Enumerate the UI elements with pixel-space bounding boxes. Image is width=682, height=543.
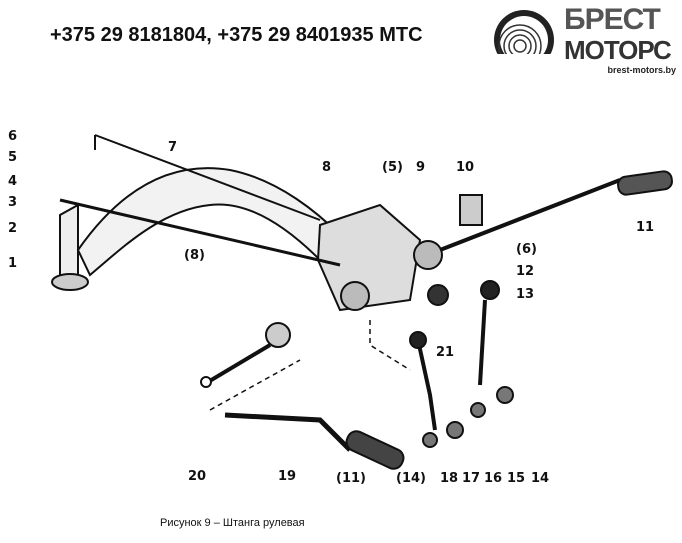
- label-11-paren: (11): [336, 471, 366, 486]
- label-15: 15: [507, 471, 526, 486]
- label-6-paren: (6): [516, 242, 537, 257]
- label-14: 14: [531, 471, 550, 486]
- logo-url[interactable]: brest-motors.by: [607, 65, 676, 75]
- label-9: 9: [416, 160, 426, 175]
- label-20: 20: [188, 469, 207, 484]
- logo-line1: БРЕСТ: [564, 3, 661, 36]
- label-17: 17: [462, 471, 481, 486]
- label-2: 2: [8, 221, 18, 236]
- label-16: 16: [484, 471, 503, 486]
- label-7: 7: [168, 140, 178, 155]
- label-21: 21: [436, 345, 455, 360]
- brest-motors-logo: БРЕСТ МОТОРС brest-motors.by: [494, 4, 680, 78]
- label-12: 12: [516, 264, 535, 279]
- label-4: 4: [8, 174, 18, 189]
- label-18: 18: [440, 471, 459, 486]
- logo-line2: МОТОРС: [564, 35, 672, 65]
- label-14-paren: (14): [396, 471, 426, 486]
- label-13: 13: [516, 287, 535, 302]
- label-3: 3: [8, 195, 18, 210]
- label-6: 6: [8, 129, 18, 144]
- label-5-paren: (5): [382, 160, 403, 175]
- label-1: 1: [8, 256, 18, 271]
- label-8: 8: [322, 160, 332, 175]
- label-11: 11: [636, 220, 655, 235]
- phone-numbers: +375 29 8181804, +375 29 8401935 МТС: [50, 24, 423, 46]
- label-8-paren: (8): [184, 248, 205, 263]
- label-10: 10: [456, 160, 475, 175]
- label-5: 5: [8, 150, 18, 165]
- figure-caption: Рисунок 9 – Штанга рулевая: [160, 517, 305, 529]
- label-19: 19: [278, 469, 297, 484]
- saw-blade-logo-icon: [494, 10, 558, 70]
